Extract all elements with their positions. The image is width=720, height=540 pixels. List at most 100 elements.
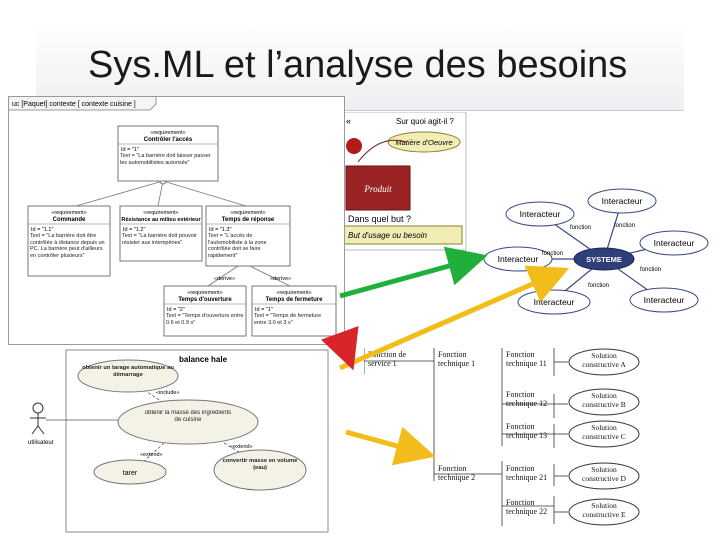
solution-b-label: Solution constructive B xyxy=(582,392,626,409)
fast-t12: Fonction technique 12 xyxy=(506,390,548,408)
interacteur-label-6: Interacteur xyxy=(644,295,685,305)
node-matiere xyxy=(387,131,461,153)
req-controler-acces xyxy=(117,125,219,182)
req-r6-id: Id = "1" xyxy=(255,307,273,313)
req-r3-stereo: «requirement» xyxy=(143,210,178,216)
fast-t11: Fonction technique 11 xyxy=(506,350,547,368)
interacteur-label-3: Interacteur xyxy=(654,238,695,248)
fonction-label-3: fonction xyxy=(542,251,563,257)
include-label: «include» xyxy=(156,390,180,396)
uc-tarage-label: obtenir un tarage automatique au démarra… xyxy=(82,365,174,378)
fonction-label-2: fonction xyxy=(614,223,635,229)
derive-label-2: «derive» xyxy=(270,276,291,282)
interacteur-node-2 xyxy=(587,188,657,214)
req-r5-text: Text = "Temps d'ouverture entre 0.6 et 0… xyxy=(166,313,244,326)
fonction-label-5: fonction xyxy=(588,283,609,289)
interacteur-label-4: Interacteur xyxy=(498,254,539,264)
req-r2-stereo: «requirement» xyxy=(51,210,86,216)
fonction-label-1: fonction xyxy=(570,225,591,231)
slide-title: Sys.ML et l’analyse des besoins xyxy=(88,44,628,86)
solution-c-label: Solution constructive C xyxy=(582,424,626,441)
arrow-green xyxy=(339,246,488,299)
derive-label-1: «derive» xyxy=(214,276,235,282)
solution-c-node xyxy=(568,420,640,448)
fast-diagram: Fonction de service 1 Fonction technique… xyxy=(364,348,640,526)
fast-tech1: Fonction technique 1 xyxy=(438,350,476,368)
req-r4-id: Id = "1.3" xyxy=(209,227,231,233)
req-r1-stereo: «requirement» xyxy=(150,130,185,136)
systeme-label: SYSTEME xyxy=(586,255,622,264)
fast-tech2: Fonction technique 2 xyxy=(438,464,476,482)
red-dot xyxy=(346,138,362,154)
req-r3-text: Text = "La barrière doit pouvoir résiste… xyxy=(122,233,197,246)
uc-convertir xyxy=(213,449,307,491)
node-but-label: But d'usage ou besoin xyxy=(348,231,427,240)
req-r4-text: Text = "L'accès de l'automobiliste à la … xyxy=(208,233,267,259)
extend-label-2: «extend» xyxy=(230,444,253,450)
fast-service: Fonction de service 1 xyxy=(368,350,406,368)
fonction-label-4: fonction xyxy=(640,267,661,273)
horned-beast-diagram: « Sur quoi agit-il ? Matière d'Oeuvre Pr… xyxy=(341,112,467,251)
extend-label-1: «extend» xyxy=(140,452,163,458)
uc-tarer-label: tarer xyxy=(123,470,138,477)
req-header: uc [Paquet] contexte [ contexte cuisine … xyxy=(12,101,136,108)
req-r4-name: Temps de réponse xyxy=(222,217,275,223)
systeme-node xyxy=(573,247,635,271)
solution-a-label: Solution constructive A xyxy=(582,352,626,369)
interacteur-node-3 xyxy=(639,230,709,256)
solution-e-node xyxy=(568,498,640,526)
interacteur-node-1 xyxy=(505,201,575,227)
req-temps-reponse xyxy=(205,205,291,267)
req-r6-text: Text = "Temps de fermeture entre 3.0 et … xyxy=(254,313,322,326)
uc-tarage xyxy=(77,359,179,393)
interacteur-label-1: Interacteur xyxy=(520,209,561,219)
horn-curve xyxy=(357,139,407,163)
req-r3-id: Id = "1.2" xyxy=(123,227,145,233)
req-r1-text: Text = "La barrière doit laisser passer … xyxy=(120,153,211,166)
solution-b-node xyxy=(568,388,640,416)
uc-convertir-label: convertir masse en volume (eau) xyxy=(222,458,298,471)
interacteur-label-5: Interacteur xyxy=(534,297,575,307)
req-r2-text: Text = "La barrière doit être contrôlée … xyxy=(30,233,105,259)
horned-question: Dans quel but ? xyxy=(348,214,411,224)
req-r5-name: Temps d'ouverture xyxy=(178,297,232,303)
interacteur-node-6 xyxy=(629,287,699,313)
solution-a-node xyxy=(568,348,640,376)
horned-top-right: Sur quoi agit-il ? xyxy=(396,117,454,126)
actor-label: utilisateur xyxy=(28,440,54,446)
interacteur-label-2: Interacteur xyxy=(602,196,643,206)
req-r2-id: Id = "1.1" xyxy=(31,227,53,233)
usecase-diagram: balance hale utilisateur obtenir un tara… xyxy=(28,349,329,533)
requirements-diagram: uc [Paquet] contexte [ contexte cuisine … xyxy=(8,96,345,345)
solution-d-node xyxy=(568,462,640,490)
req-r5-id: Id = "2" xyxy=(167,307,185,313)
node-matiere-label: Matière d'Oeuvre xyxy=(395,138,452,147)
req-r5-stereo: «requirement» xyxy=(187,290,222,296)
solution-e-label: Solution constructive E xyxy=(582,502,626,519)
arrow-red xyxy=(320,325,359,371)
uc-obtenir-masse xyxy=(117,399,259,445)
solution-d-label: Solution constructive D xyxy=(582,466,626,483)
req-r2-name: Commande xyxy=(53,217,86,223)
uc-obtenir-masse-label: obtenir la masse des ingrédients de cuis… xyxy=(144,410,232,423)
req-header-tab xyxy=(8,96,157,111)
req-resistance xyxy=(119,205,203,262)
req-commande xyxy=(27,205,111,277)
horned-top-left: « xyxy=(346,116,351,126)
fast-t22: Fonction technique 22 xyxy=(506,498,548,516)
req-r3-name: Résistance au milieu extérieur xyxy=(121,217,201,223)
req-r4-stereo: «requirement» xyxy=(230,210,265,216)
req-r1-name: Contrôler l'accès xyxy=(144,137,193,143)
node-produit xyxy=(345,165,411,211)
req-r1-id: Id = "1" xyxy=(121,147,139,153)
req-r6-stereo: «requirement» xyxy=(276,290,311,296)
req-r6-name: Temps de fermeture xyxy=(266,297,324,303)
octopus-diagram: Interacteur Interacteur Interacteur Inte… xyxy=(483,188,709,315)
node-produit-label: Produit xyxy=(363,184,392,194)
actor-icon xyxy=(30,402,46,435)
title-bar xyxy=(36,20,684,111)
uc-tarer xyxy=(93,459,167,485)
req-temps-ouverture xyxy=(163,285,247,337)
fast-t21: Fonction technique 21 xyxy=(506,464,548,482)
fast-t13: Fonction technique 13 xyxy=(506,422,548,440)
